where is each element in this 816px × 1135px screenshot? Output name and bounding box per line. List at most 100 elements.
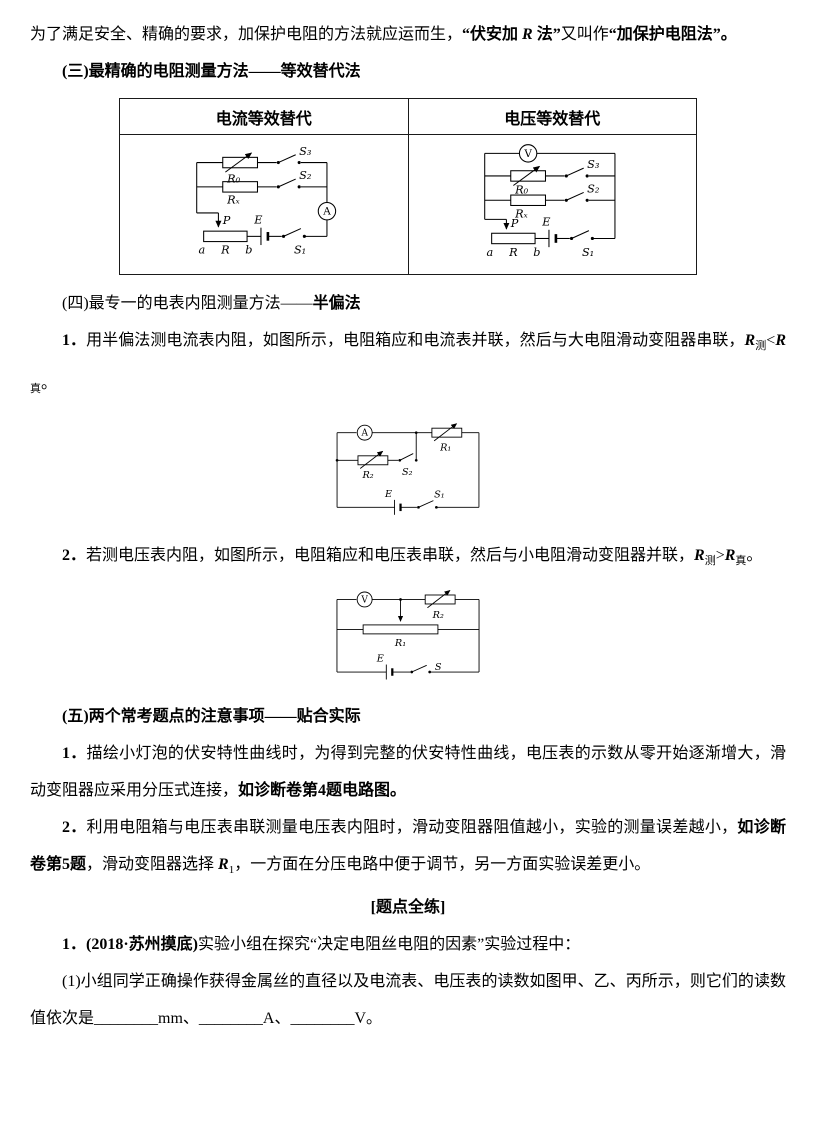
label-terminal-b: b: [533, 246, 540, 259]
resistance-box-r2: [424, 590, 456, 609]
label-emf-e: E: [384, 489, 392, 500]
label-s: S: [435, 662, 442, 673]
label-emf-e: E: [253, 213, 263, 226]
term-volt-ampere-open: “伏安加: [462, 26, 523, 43]
text-run: 描绘小灯泡的伏安特性曲线时，为得到完整的伏安特性曲线，电压表的示数从零开始逐渐增…: [30, 745, 786, 799]
resistor-rx: [510, 194, 547, 206]
table-header-voltage-substitution: 电压等效替代: [407, 98, 697, 135]
table-header-current-substitution: 电流等效替代: [119, 98, 409, 135]
text-run-3: ，一方面在分压电路中便于调节，另一方面实验误差更小。: [234, 856, 651, 873]
intro-text-1: 为了满足安全、精确的要求，加保护电阻的方法就应运而生，: [30, 26, 463, 43]
junction-dot-left: [335, 458, 339, 462]
label-r2: R₂: [432, 610, 444, 621]
battery: [385, 664, 394, 680]
label-terminal-a: a: [198, 243, 205, 256]
symbol-r-true: R: [775, 332, 786, 349]
operator: <: [766, 332, 776, 349]
question-part-text: (1)小组同学正确操作获得金属丝的直径以及电流表、电压表的读数如图甲、乙、丙所示…: [30, 973, 786, 1027]
variable-resistor-r1: [431, 423, 463, 442]
circuit-voltmeter-half-deflection: V R₂ R₁ E S: [336, 590, 480, 680]
circuit-voltage-substitution: V R₀ S₃ Rₓ: [484, 144, 616, 259]
item-number: 1．: [62, 332, 87, 349]
paragraph-note-1: 1．描绘小灯泡的伏安特性曲线时，为得到完整的伏安特性曲线，电压表的示数从零开始逐…: [30, 735, 786, 809]
symbol-r-true: R: [724, 547, 736, 564]
heading-section-4-term: 半偏法: [312, 295, 361, 312]
label-s1: S₁: [582, 246, 594, 259]
label-s2: S₂: [299, 169, 312, 182]
figure-ammeter-half-deflection: A R₁ R₂ S₂ E S₁: [30, 414, 786, 531]
label-s1: S₁: [294, 243, 306, 256]
rheostat: [491, 219, 536, 245]
intro-text-2: 又叫作: [560, 26, 609, 43]
label-emf-e: E: [541, 215, 551, 228]
label-rx: Rₓ: [514, 208, 527, 221]
label-r1: R₁: [394, 638, 406, 649]
switch-s2: [565, 191, 589, 202]
question-text: 实验小组在探究“决定电阻丝电阻的因素”实验过程中：: [198, 936, 581, 953]
wire-set: [195, 161, 328, 237]
label-s1: S₁: [434, 490, 445, 501]
document-page: 为了满足安全、精确的要求，加保护电阻的方法就应运而生，“伏安加 R 法”又叫作“…: [30, 26, 786, 1027]
text-end: 。: [746, 547, 763, 564]
voltmeter: [519, 144, 538, 163]
label-voltmeter: V: [360, 595, 368, 605]
reference-diagnostic-5: 如诊断卷第5题: [30, 819, 786, 873]
symbol-r-measured: R: [694, 547, 705, 564]
label-ammeter: A: [322, 205, 331, 217]
term-volt-ampere-close: 法”: [532, 26, 561, 43]
label-rheostat-r: R: [220, 243, 230, 256]
operator: >: [715, 547, 725, 564]
text-end: 。: [41, 375, 58, 392]
label-s3: S₃: [299, 145, 312, 158]
label-emf-e: E: [376, 654, 384, 665]
battery: [394, 499, 402, 515]
heading-section-4: (四)最专一的电表内阻测量方法——半偏法: [30, 285, 786, 322]
battery: [260, 227, 269, 245]
switch-s2: [398, 453, 418, 462]
text-run-2: ，滑动变阻器选择: [86, 856, 219, 873]
label-r2: R₂: [361, 470, 373, 481]
label-r0: R₀: [514, 183, 528, 196]
switch-s: [410, 664, 432, 674]
label-s3: S₃: [587, 158, 600, 171]
practice-section-title: [题点全练]: [30, 889, 786, 926]
label-slider-p: P: [222, 214, 231, 227]
label-terminal-b: b: [245, 243, 252, 256]
subscript-true: 真: [735, 555, 747, 567]
junction-dot-tap: [399, 598, 402, 601]
label-s2: S₂: [587, 182, 600, 195]
ammeter: [317, 201, 336, 220]
question-source: (2018·苏州摸底): [86, 936, 199, 953]
item-number: 2．: [62, 819, 87, 836]
switch-s3: [565, 167, 589, 178]
question-number: 1．: [62, 936, 87, 953]
text-run: 用半偏法测电流表内阻，如图所示，电阻箱应和电流表并联，然后与大电阻滑动变阻器串联…: [86, 332, 745, 349]
switch-s2: [276, 178, 301, 188]
subscript-measured: 测: [704, 555, 716, 567]
cell-voltage-substitution-circuit: V R₀ S₃ Rₓ: [407, 134, 697, 275]
junction-dot-top: [414, 431, 418, 435]
wire-set: [336, 432, 480, 508]
label-ammeter: A: [360, 429, 368, 439]
subscript-1: 1: [228, 864, 235, 876]
cell-current-substitution-circuit: R₀ S₃ Rₓ S₂ A: [119, 134, 409, 275]
practice-section-title-text: [题点全练]: [370, 899, 446, 916]
label-slider-p: P: [510, 217, 519, 230]
switch-s3: [276, 153, 301, 164]
paragraph-half-deflection-ammeter: 1．用半偏法测电流表内阻，如图所示，电阻箱应和电流表并联，然后与大电阻滑动变阻器…: [30, 322, 786, 408]
label-rheostat-r: R: [508, 246, 518, 259]
text-run: 若测电压表内阻，如图所示，电阻箱应和电压表串联，然后与小电阻滑动变阻器并联，: [86, 547, 695, 564]
label-r0: R₀: [226, 172, 240, 185]
paragraph-half-deflection-voltmeter: 2．若测电压表内阻，如图所示，电阻箱应和电压表串联，然后与小电阻滑动变阻器并联，…: [30, 537, 786, 580]
label-voltmeter: V: [524, 148, 533, 160]
ammeter: [356, 424, 373, 441]
label-r1: R₁: [439, 443, 451, 454]
item-number: 1．: [62, 745, 87, 762]
resistor-rx: [221, 180, 258, 193]
reference-diagnostic-4: 如诊断卷第4题电路图。: [238, 782, 407, 799]
switch-s1: [281, 227, 306, 238]
equivalent-substitution-table: 电流等效替代 电压等效替代: [119, 98, 697, 275]
text-run: 利用电阻箱与电压表串联测量电压表内阻时，滑动变阻器阻值越小，实验的测量误差越小，: [86, 819, 738, 836]
heading-section-5-text: (五)两个常考题点的注意事项——贴合实际: [62, 708, 361, 725]
rheostat: [202, 212, 248, 242]
